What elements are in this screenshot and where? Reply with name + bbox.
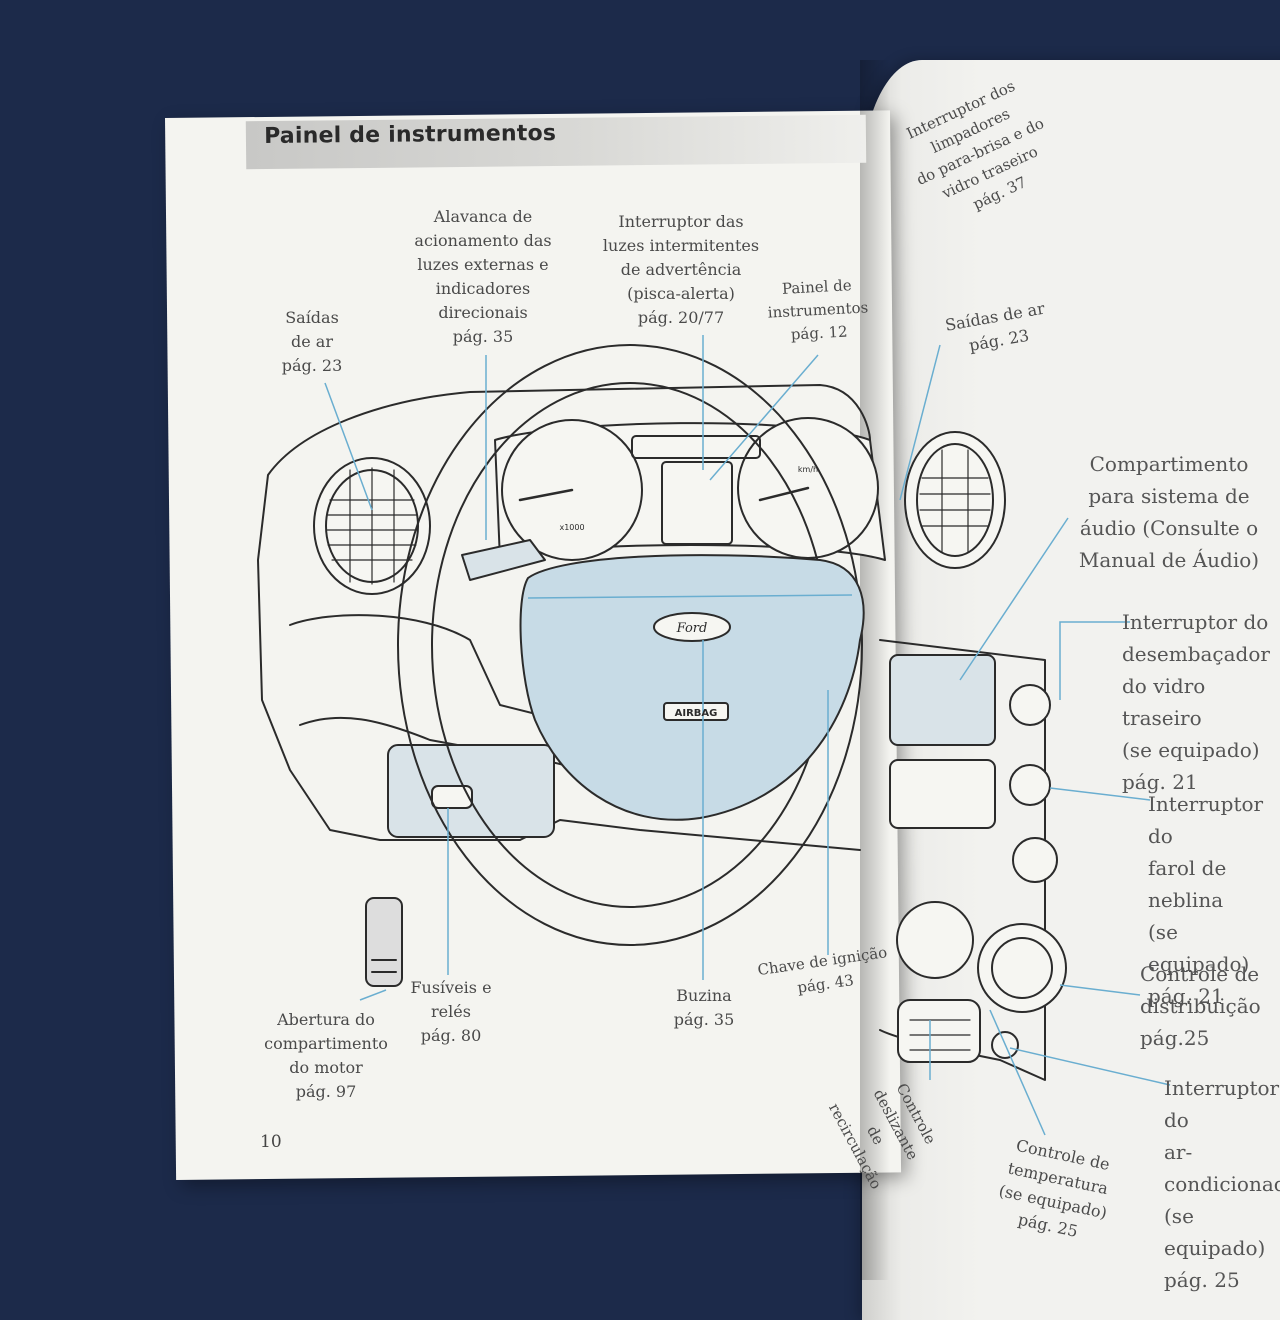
right-vent-inner [916, 443, 994, 557]
spine-shadow [860, 60, 890, 1280]
rear-defrost-switch [1009, 684, 1051, 726]
label-audio: Compartimento para sistema de áudio (Con… [1078, 452, 1260, 572]
center-display [661, 461, 733, 545]
speed-unit: km/h [798, 465, 818, 474]
right-vent-outer [904, 431, 1006, 569]
center-storage [889, 759, 996, 829]
label-cluster: Painel de instrumentos pág. 12 [767, 276, 869, 344]
temperature-knob [896, 901, 974, 979]
dashboard-inner-line [289, 614, 701, 781]
audio-compartment [889, 654, 996, 746]
label-horn: Buzina pág. 35 [673, 986, 735, 1029]
label-fog-light: Interruptor do farol de neblina (se equi… [1148, 792, 1264, 1008]
fog-light-switch [1009, 764, 1051, 806]
console-blank-button [1012, 837, 1058, 883]
dashboard-outline [257, 384, 871, 851]
dashboard-diagram: AIRBAG Ford x1000 km/h [257, 335, 1171, 1136]
airbag-hub [519, 554, 865, 821]
label-lights-lever: Alavanca de acionamento das luzes extern… [414, 207, 552, 346]
label-ac-switch: Interruptor do ar-condicionado (se equip… [1164, 1076, 1280, 1292]
lights-stalk [461, 539, 546, 581]
page-number: 10 [260, 1132, 282, 1152]
manual-spread: Painel de instrumentos [165, 60, 1280, 1320]
airbag-badge [663, 702, 729, 721]
recirculation-slider [897, 999, 981, 1063]
distribution-knob [977, 923, 1067, 1013]
label-distribution: Controle de distribuição pág.25 [1140, 962, 1261, 1050]
label-fuses: Fusíveis e relés pág. 80 [410, 978, 492, 1045]
ford-logo [653, 612, 731, 642]
airbag-text: AIRBAG [675, 708, 718, 719]
tach-unit: x1000 [559, 523, 584, 532]
steering-wheel-rim-outer [397, 344, 863, 946]
compartment-handle [431, 785, 473, 809]
label-hood: Abertura do compartimento do motor pág. … [264, 1010, 388, 1101]
label-air-left: Saídas de ar pág. 23 [281, 308, 343, 375]
label-hazard: Interruptor das luzes intermitentes de a… [602, 212, 760, 327]
label-rear-defrost: Interruptor do desembaçador do vidro tra… [1122, 610, 1270, 794]
brand-text: Ford [676, 621, 708, 636]
hood-release-lever [365, 897, 403, 987]
